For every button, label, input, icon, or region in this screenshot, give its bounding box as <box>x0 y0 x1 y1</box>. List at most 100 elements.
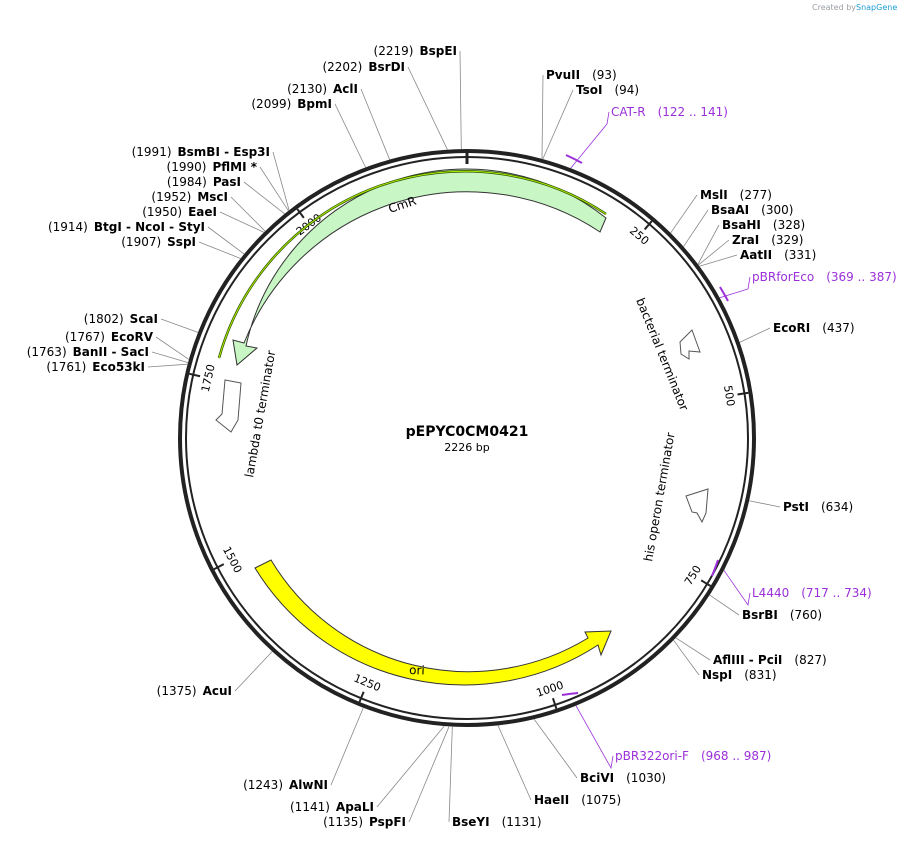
tick-label: 500 <box>721 384 737 407</box>
primer-label[interactable]: pBR322ori-F(968 .. 987) <box>615 749 771 763</box>
svg-text:AflIII - PciI(827): AflIII - PciI(827) <box>713 653 827 667</box>
site-name: PasI <box>213 175 241 189</box>
leader-line <box>698 239 730 266</box>
leader-line <box>749 500 781 508</box>
site-name: ApaLI <box>336 800 374 814</box>
leader-line <box>709 594 740 616</box>
site-label[interactable]: AatII(331) <box>740 248 816 262</box>
leader-line <box>407 66 448 150</box>
site-name: MscI <box>197 190 228 204</box>
site-name: PspFI <box>369 815 406 829</box>
site-position: (1075) <box>581 793 621 807</box>
site-name: BsrBI <box>742 608 778 622</box>
cmr-feature-arrow[interactable] <box>232 168 607 366</box>
primer-pbr322ori-f-mark <box>561 692 579 696</box>
site-label[interactable]: (1907)SspI <box>121 235 196 249</box>
site-position: (634) <box>821 500 853 514</box>
site-position: (760) <box>790 608 822 622</box>
lambda-t0-terminator-shape[interactable] <box>215 379 242 433</box>
site-position: (94) <box>614 83 639 97</box>
site-label[interactable]: (1990)PflMI * <box>167 160 258 174</box>
primer-label[interactable]: L4440(717 .. 734) <box>752 586 872 600</box>
site-position: (2099) <box>251 97 291 111</box>
site-label[interactable]: BsaHI (328) <box>722 218 805 232</box>
site-label[interactable]: MslI(277) <box>700 188 772 202</box>
leader-line <box>376 725 445 808</box>
site-label[interactable]: (1135)PspFI <box>323 815 406 829</box>
site-label[interactable]: ZraI(329) <box>732 233 803 247</box>
site-label[interactable]: (1991)BsmBI - Esp3I <box>132 145 270 159</box>
site-name: EcoRV <box>111 330 154 344</box>
site-label[interactable]: (2099)BpmI <box>251 97 332 111</box>
site-position: (328) <box>773 218 805 232</box>
leader-line <box>448 726 453 823</box>
svg-text:(1990)PflMI *: (1990)PflMI * <box>167 160 258 174</box>
ori-feature-arrow[interactable] <box>254 559 612 686</box>
leader-line <box>673 639 700 676</box>
leader-line <box>670 194 698 234</box>
primer-range: (122 .. 141) <box>658 105 728 119</box>
site-label[interactable]: BciVI(1030) <box>580 771 666 785</box>
site-label[interactable]: (1914)BtgI - NcoI - StyI <box>48 220 205 234</box>
tick-mark <box>213 563 225 571</box>
site-label[interactable]: EcoRI(437) <box>773 321 855 335</box>
svg-text:(1950)EaeI: (1950)EaeI <box>142 205 217 219</box>
site-label[interactable]: PvuII(93) <box>546 68 617 82</box>
site-label[interactable]: (2219)BspEI <box>374 44 457 58</box>
site-label[interactable]: (1375)AcuI <box>157 684 232 698</box>
primer-name: pBRforEco <box>752 270 814 284</box>
primer-label[interactable]: CAT-R(122 .. 141) <box>611 105 728 119</box>
primer-labels: CAT-R(122 .. 141) pBRforEco(369 .. 387) L4… <box>570 105 897 770</box>
site-name: BciVI <box>580 771 614 785</box>
site-label[interactable]: (1984)PasI <box>167 175 241 189</box>
site-position: (93) <box>592 68 617 82</box>
site-label[interactable]: HaeII(1075) <box>534 793 621 807</box>
site-position: (1141) <box>290 800 330 814</box>
bacterial-terminator-shape[interactable] <box>679 329 701 360</box>
site-position: (1950) <box>142 205 182 219</box>
site-label[interactable]: (1141) ApaLI <box>290 800 374 814</box>
leader-line <box>497 725 532 801</box>
site-name: AatII <box>740 248 772 262</box>
site-position: (1907) <box>121 235 161 249</box>
tick-label: 1500 <box>220 544 244 575</box>
plasmid-name: pEPYC0CM0421 <box>406 424 529 440</box>
svg-text:(1802)ScaI: (1802)ScaI <box>84 312 158 326</box>
leader-line <box>234 651 273 692</box>
site-label[interactable]: (1950)EaeI <box>142 205 217 219</box>
site-name: ScaI <box>130 312 158 326</box>
leader-line <box>334 103 366 168</box>
site-position: (277) <box>740 188 772 202</box>
site-name: PflMI * <box>212 160 257 174</box>
site-label[interactable]: PstI(634) <box>783 500 853 514</box>
leader-line <box>697 224 720 265</box>
his-operon-terminator-shape[interactable] <box>685 488 709 524</box>
site-label[interactable]: (2130)AclI <box>287 82 358 96</box>
site-label[interactable]: (2202)BsrDI <box>322 60 405 74</box>
site-label[interactable]: (1767)EcoRV <box>65 330 154 344</box>
site-name: BanII - SacI <box>73 345 149 359</box>
leader-line <box>155 336 190 360</box>
site-label[interactable]: AflIII - PciI(827) <box>713 653 827 667</box>
site-position: (300) <box>761 203 793 217</box>
site-label[interactable]: (1761)Eco53kI <box>46 360 145 374</box>
site-position: (1952) <box>151 190 191 204</box>
leader-line <box>330 707 364 786</box>
leader-line <box>198 241 241 259</box>
primer-label[interactable]: pBRforEco(369 .. 387) <box>752 270 897 284</box>
site-name: BspEI <box>419 44 457 58</box>
site-name: NspI <box>702 668 732 682</box>
site-label[interactable]: BsrBI (760) <box>742 608 822 622</box>
svg-text:(2130)AclI: (2130)AclI <box>287 82 358 96</box>
svg-text:(1952)MscI: (1952) MscI <box>151 190 228 204</box>
site-label[interactable]: (1763)BanII - SacI <box>27 345 149 359</box>
site-label[interactable]: (1952) MscI <box>151 190 228 204</box>
site-label[interactable]: BseYI(1131) <box>452 815 542 829</box>
site-label[interactable]: BsaAI(300) <box>711 203 793 217</box>
site-label[interactable]: TsoI(94) <box>576 83 639 97</box>
site-label[interactable]: (1243)AlwNI <box>243 778 328 792</box>
site-label[interactable]: NspI(831) <box>702 668 777 682</box>
site-name: BsaHI <box>722 218 761 232</box>
site-label[interactable]: (1802)ScaI <box>84 312 158 326</box>
snapgene-logo-text: SnapGene <box>856 3 897 12</box>
